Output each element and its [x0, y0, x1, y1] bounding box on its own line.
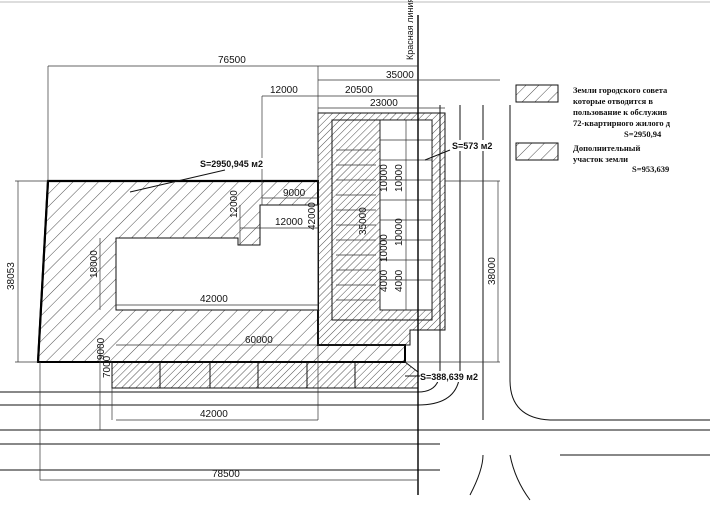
- dim-18000: 18000: [89, 250, 100, 278]
- dim-10000-b: 10000: [394, 164, 405, 192]
- legend-item2-area: S=953,639: [632, 164, 669, 174]
- dim-60000: 60000: [245, 335, 273, 346]
- legend-item1-line3: пользование к обслужив: [573, 107, 667, 117]
- legend-item1-area: S=2950,94: [624, 129, 662, 139]
- legend-swatch-1: [515, 84, 559, 103]
- red-line-label: Красная линия: [405, 0, 415, 60]
- main-parcel: [36, 180, 406, 363]
- area-main: S=2950,945 м2: [200, 159, 263, 169]
- dimensions: 76500 35000 12000 20500 23000 9000 12000…: [6, 55, 498, 480]
- dim-23000: 23000: [370, 98, 398, 109]
- legend: Земли городского совета которые отводитс…: [515, 84, 671, 174]
- area-labels: S=2950,945 м2 S=573 м2 S=388,639 м2: [129, 140, 492, 382]
- legend-item2-line1: Дополнительный: [573, 143, 640, 153]
- dim-20500: 20500: [345, 85, 373, 96]
- dim-9000: 9000: [283, 188, 306, 199]
- legend-item1-line4: 72-квартирного жилого д: [573, 118, 671, 128]
- dim-42000-vert: 42000: [307, 202, 318, 230]
- legend-swatch-2: [515, 142, 559, 161]
- area-bottom: S=388,639 м2: [420, 372, 478, 382]
- right-parcel: [317, 112, 446, 346]
- dim-12000-top: 12000: [270, 85, 298, 96]
- area-right: S=573 м2: [452, 141, 492, 151]
- dim-top-total: 76500: [218, 55, 246, 66]
- dim-left-height: 38053: [6, 262, 17, 290]
- dim-10000-d: 10000: [394, 218, 405, 246]
- dim-right-height: 38000: [487, 257, 498, 285]
- legend-item1-line1: Земли городского совета: [573, 85, 668, 95]
- dim-12000-vert: 12000: [229, 190, 240, 218]
- dim-9000-left: 9000: [96, 337, 107, 360]
- dim-35000-vert: 35000: [358, 207, 369, 235]
- legend-item2-line2: участок земли: [573, 154, 628, 164]
- roads: [0, 105, 710, 501]
- dim-bottom-total: 78500: [212, 469, 240, 480]
- dim-12000-mid: 12000: [275, 217, 303, 228]
- bottom-parcel: [111, 361, 419, 389]
- legend-item1-line2: которые отводится в: [573, 96, 653, 106]
- dim-4000-a: 4000: [379, 269, 390, 292]
- dim-10000-c: 10000: [379, 234, 390, 262]
- dim-4000-b: 4000: [394, 269, 405, 292]
- dim-10000-a: 10000: [379, 164, 390, 192]
- dim-7000: 7000: [102, 355, 113, 378]
- dim-top-right: 35000: [386, 70, 414, 81]
- dim-42000-bottom: 42000: [200, 409, 228, 420]
- dim-42000-mid: 42000: [200, 294, 228, 305]
